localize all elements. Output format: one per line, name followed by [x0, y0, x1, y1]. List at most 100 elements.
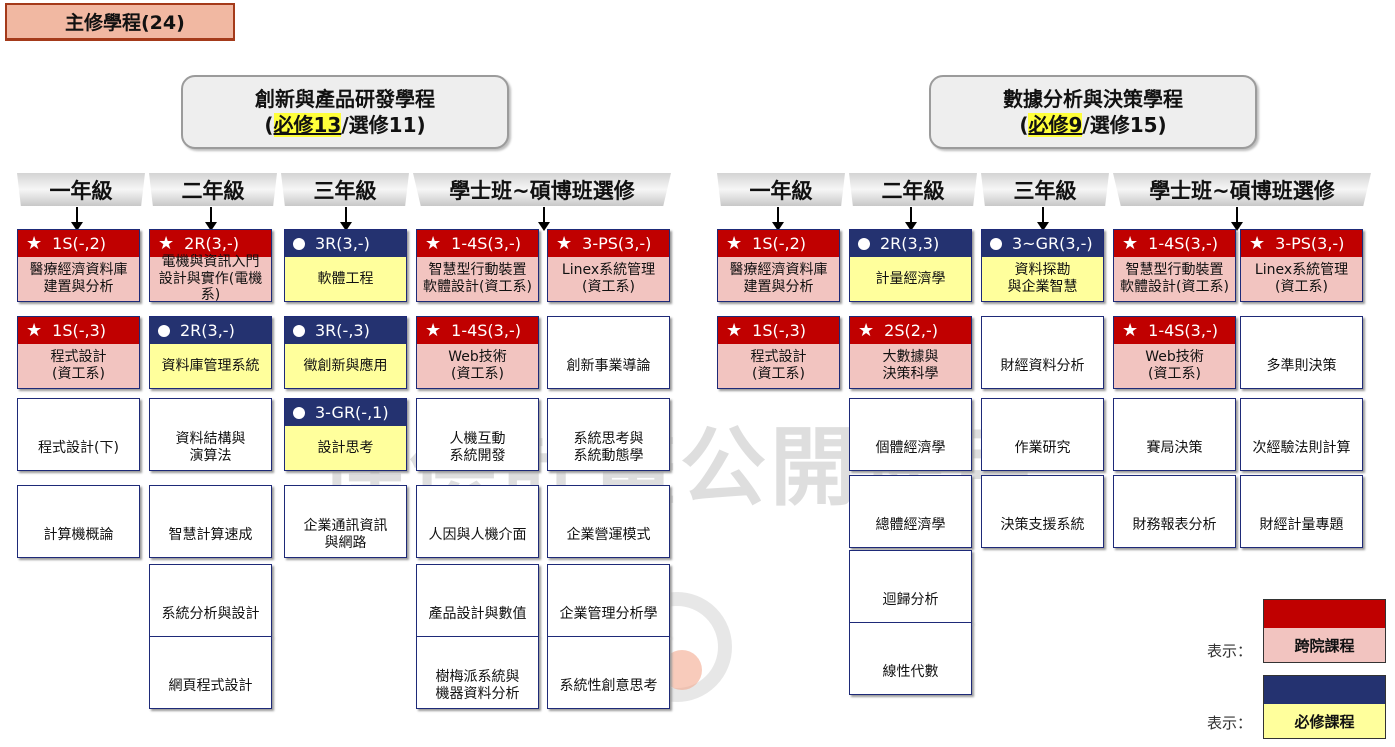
- course-name-text: 財務報表分析: [1132, 516, 1217, 533]
- down-arrow-icon: [772, 207, 784, 231]
- course-card-header: 2-3S(3,-): [417, 399, 538, 426]
- circle-icon: [556, 572, 568, 585]
- course-code: 2R(3,3): [880, 234, 940, 253]
- circle-icon: [158, 406, 170, 419]
- course-code: 1S(-,3): [48, 403, 102, 422]
- course-code: 2-3S(3,-): [447, 403, 517, 422]
- course-code: 3-GS(3,-): [578, 490, 651, 509]
- course-card: 3S(3,-)作業研究: [981, 398, 1104, 471]
- course-name-text: 賽局決策: [1146, 439, 1203, 456]
- course-name: 多準則決策: [1241, 344, 1362, 388]
- circle-icon: [556, 324, 568, 337]
- course-card-header: GS(3,-): [548, 565, 669, 592]
- circle-icon: [1249, 406, 1261, 419]
- course-name: Web技術 (資工系): [1114, 344, 1235, 388]
- course-name-text: 總體經濟學: [875, 516, 946, 533]
- course-card-header: 3S(3,3): [285, 486, 406, 513]
- course-code: 2S(1,-): [180, 490, 234, 509]
- down-arrow-icon: [538, 207, 550, 231]
- course-code: 1-4S(3,-): [451, 321, 521, 340]
- course-card: ★3-PS(3,-)Linex系統管理 (資工系): [1240, 229, 1363, 302]
- course-code: 3-GR(-,1): [315, 403, 389, 422]
- circle-icon: [425, 493, 437, 506]
- course-card-header: ★1S(-,2): [18, 230, 139, 257]
- course-card-header: 3-GS(3,-): [548, 317, 669, 344]
- course-card: 2R(3,-)資料庫管理系統: [149, 316, 272, 389]
- course-card: 2S(-,3)系統分析與設計: [149, 564, 272, 637]
- required-credits-highlight: 必修9: [1028, 113, 1083, 137]
- course-name-text: 智慧型行動裝置 軟體設計(資工系): [1120, 262, 1229, 295]
- course-code: 3-GS(3,-): [578, 403, 651, 422]
- course-name: 線性代數: [850, 650, 971, 694]
- course-card: 2-4S(3,-)產品設計與數值: [416, 564, 539, 637]
- course-name: 計算機概論: [18, 513, 139, 557]
- course-card: ★1-4S(3,-) 智慧型行動裝置 軟體設計(資工系): [1113, 229, 1236, 302]
- program-credits: (必修9/選修15): [1019, 113, 1167, 137]
- course-name-text: 系統性創意思考: [559, 677, 658, 694]
- course-name: 決策支援系統: [982, 503, 1103, 547]
- grade-header: 二年級: [149, 173, 277, 206]
- course-card: ★1S(-,2) 醫療經濟資料庫 建置與分析: [717, 229, 840, 302]
- course-card-header: 1S(-,3): [18, 399, 139, 426]
- star-icon: ★: [1249, 232, 1266, 254]
- course-code: 3S(3,-): [1012, 403, 1066, 422]
- course-name: 財經資料分析: [982, 344, 1103, 388]
- circle-icon: [990, 406, 1002, 419]
- course-code: 2-4S(3,-): [447, 490, 517, 509]
- course-name-text: Linex系統管理 (資工系): [561, 262, 656, 295]
- course-card-header: 2S(3,3): [850, 399, 971, 426]
- course-name: 企業通訊資訊 與網路: [285, 513, 406, 557]
- course-card: 3-GR(-,1) 設計思考: [284, 398, 407, 471]
- course-name: 產品設計與數值: [417, 592, 538, 636]
- course-name-text: 徵創新與應用: [303, 357, 388, 374]
- legend-cross-text: 跨院課程: [1264, 628, 1385, 662]
- program-name: 數據分析與決策學程: [1003, 86, 1183, 111]
- course-name-text: 設計思考: [317, 439, 374, 456]
- course-card-header: 3-GS(3,-): [548, 486, 669, 513]
- course-card-header: ★1S(-,2): [718, 230, 839, 257]
- circle-icon: [26, 493, 38, 506]
- course-card-header: ★1-4S(3,-): [1114, 230, 1235, 257]
- course-card: ★1S(-,3)程式設計 (資工系): [17, 316, 140, 389]
- grade-header: 一年級: [17, 173, 145, 206]
- program-title-box: 創新與產品研發學程 (必修13/選修11): [181, 75, 509, 149]
- required-credits-highlight: 必修13: [273, 113, 342, 137]
- course-card-header: 2R(3,-): [150, 317, 271, 344]
- course-name: 醫療經濟資料庫 建置與分析: [718, 257, 839, 301]
- course-name-text: 人因與人機介面: [428, 526, 527, 543]
- course-card-header: 2S(3,-): [850, 551, 971, 578]
- course-card-header: 3-4S(3,-): [1114, 476, 1235, 503]
- star-icon: ★: [425, 319, 442, 341]
- course-code: 3~GR(3,-): [1012, 234, 1093, 253]
- course-card-header: 2S(1,-): [150, 486, 271, 513]
- course-card-header: ★1S(-,3): [18, 317, 139, 344]
- course-code: 1S(-,3): [52, 321, 106, 340]
- course-code: 3-GS(3,-): [1271, 321, 1344, 340]
- course-name-text: 醫療經濟資料庫 建置與分析: [729, 262, 828, 295]
- course-name-text: 線性代數: [882, 663, 939, 680]
- course-name: 設計思考: [285, 426, 406, 470]
- course-card-header: 3S(3,-): [982, 317, 1103, 344]
- course-code: 3S(-,3): [1012, 480, 1066, 499]
- legend-required: 必修課程: [1263, 675, 1386, 739]
- circle-icon: [556, 493, 568, 506]
- down-arrow-icon: [340, 207, 352, 231]
- course-card-header: 2S(3,3): [850, 476, 971, 503]
- circle-icon: [425, 644, 437, 657]
- course-name: 賽局決策: [1114, 426, 1235, 470]
- course-name: 資料探勘 與企業智慧: [982, 257, 1103, 301]
- course-name-text: 企業管理分析學: [559, 605, 658, 622]
- course-name-text: Web技術 (資工系): [1145, 349, 1204, 382]
- course-name-text: 企業通訊資訊 與網路: [303, 518, 388, 551]
- circle-icon: [425, 572, 437, 585]
- course-name: 大數據與 決策科學: [850, 344, 971, 388]
- star-icon: ★: [726, 232, 743, 254]
- circle-icon: [293, 493, 305, 506]
- course-card-header: 3~GR(3,-): [982, 230, 1103, 257]
- course-name: 程式設計(下): [18, 426, 139, 470]
- circle-icon: [858, 237, 870, 250]
- course-card: 3~GR(3,-) 資料探勘 與企業智慧: [981, 229, 1104, 302]
- course-code: 3S(3,-): [1012, 321, 1066, 340]
- course-card: ★1-4S(3,-)智慧型行動裝置 軟體設計(資工系): [416, 229, 539, 302]
- course-name-text: 大數據與 決策科學: [882, 349, 939, 382]
